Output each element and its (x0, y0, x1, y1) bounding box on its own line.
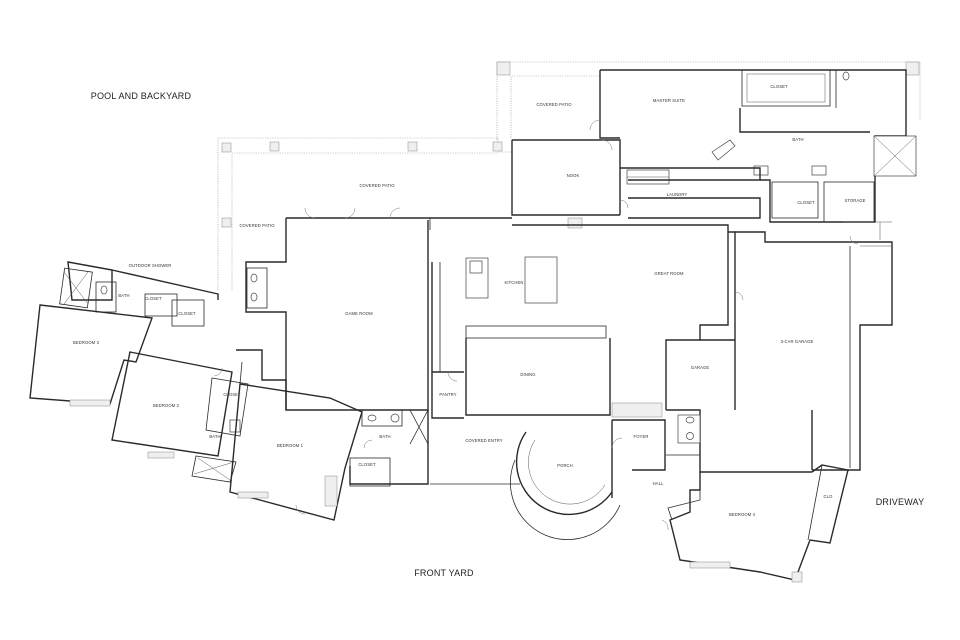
room-label-3-car-garage: 3-CAR GARAGE (781, 339, 814, 344)
main-core (245, 217, 620, 485)
west-wing (29, 261, 391, 521)
room-label-kitchen: KITCHEN (504, 280, 523, 285)
room-label-nook: NOOK (567, 173, 580, 178)
great-room-garage (620, 221, 893, 473)
room-label-bath-b2: BATH (209, 434, 220, 439)
room-label-bedroom-3: BEDROOM 3 (73, 340, 100, 345)
room-label-porch: PORCH (557, 463, 573, 468)
room-label-dining: DINING (520, 372, 535, 377)
nook-laundry (511, 139, 876, 229)
room-label-closet-b2: CLOSET (223, 392, 241, 397)
room-label-closet-b3b: CLOSET (178, 311, 196, 316)
room-label-closet-center: CLOSET (358, 462, 376, 467)
door-swings (213, 119, 859, 531)
room-label-pantry: PANTRY (439, 392, 456, 397)
room-label-covered-patio-master: COVERED PATIO (536, 102, 572, 107)
bedroom4-wing (667, 464, 849, 583)
front-yard-label: FRONT YARD (414, 568, 474, 578)
room-label-foyer: FOYER (634, 434, 649, 439)
room-label-master-closet: CLOSET (770, 84, 788, 89)
rear-patio-slab (217, 137, 512, 290)
master-wing (496, 61, 921, 177)
room-label-covered-patio-top: COVERED PATIO (359, 183, 395, 188)
driveway-label: DRIVEWAY (876, 497, 925, 507)
room-label-covered-patio-left: COVERED PATIO (239, 223, 275, 228)
room-label-bath-center: BATH (379, 434, 390, 439)
room-label-bedroom-2: BEDROOM 2 (153, 403, 180, 408)
room-label-outdoor-shower: OUTDOOR SHOWER (129, 263, 172, 268)
room-labels: COVERED PATIO MASTER SUITE CLOSET BATH N… (73, 84, 866, 517)
room-label-closet-laundry: CLOSET (797, 200, 815, 205)
room-label-laundry: LAUNDRY (667, 192, 688, 197)
room-label-master-bath: BATH (792, 137, 803, 142)
room-label-game-room: GAME ROOM (345, 311, 373, 316)
room-label-storage: STORAGE (844, 198, 865, 203)
room-label-great-room: GREAT ROOM (654, 271, 684, 276)
room-label-clo-b4: CLO (824, 494, 834, 499)
room-label-bedroom-4: BEDROOM 4 (729, 512, 756, 517)
room-label-closet-b3: CLOSET (144, 296, 162, 301)
room-label-bedroom-1: BEDROOM 1 (277, 443, 304, 448)
room-label-bath-b3: BATH (118, 293, 129, 298)
pool-and-backyard-label: POOL AND BACKYARD (91, 91, 192, 101)
room-label-garage: GARAGE (691, 365, 710, 370)
room-label-hall: HALL (653, 481, 664, 486)
room-label-covered-entry: COVERED ENTRY (465, 438, 502, 443)
entry-porch (430, 402, 666, 540)
room-label-master-suite: MASTER SUITE (653, 98, 685, 103)
